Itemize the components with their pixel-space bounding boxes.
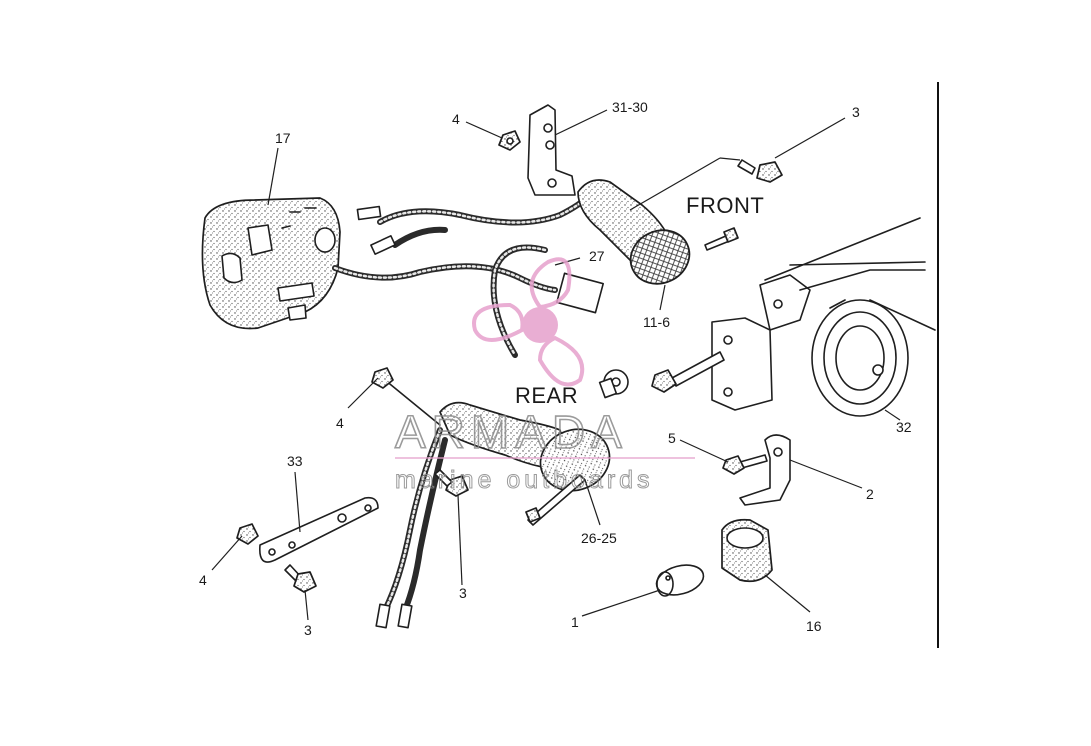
watermark-propeller-icon bbox=[472, 257, 585, 387]
watermark-tagline: marine outboards bbox=[395, 466, 654, 494]
part-labels: 17 4 31-30 3 FRONT 27 11-6 REAR 4 5 32 2… bbox=[199, 99, 912, 638]
label-33: 33 bbox=[287, 453, 303, 469]
watermark-brand: ARMADA bbox=[395, 406, 628, 458]
bracket-2 bbox=[722, 434, 791, 506]
label-17: 17 bbox=[275, 130, 291, 146]
label-2: 2 bbox=[866, 486, 874, 502]
label-27: 27 bbox=[589, 248, 605, 264]
label-32: 32 bbox=[896, 419, 912, 435]
socket-16 bbox=[721, 518, 773, 583]
plate-33 bbox=[236, 496, 379, 593]
watermark: ARMADA marine outboards bbox=[394, 257, 695, 495]
label-31-30: 31-30 bbox=[612, 99, 648, 115]
label-11-6: 11-6 bbox=[643, 314, 670, 330]
leader-lines bbox=[211, 109, 901, 621]
label-4-bottom: 4 bbox=[199, 572, 207, 588]
label-4-top: 4 bbox=[452, 111, 460, 127]
label-5: 5 bbox=[668, 430, 676, 446]
handlebar-switch-17 bbox=[201, 197, 341, 330]
handlebar-wiring bbox=[332, 192, 593, 293]
cap-1 bbox=[655, 564, 705, 597]
label-3-top: 3 bbox=[852, 104, 860, 120]
label-16: 16 bbox=[806, 618, 822, 634]
label-4-mid: 4 bbox=[336, 415, 344, 431]
front-indicator-11-6 bbox=[498, 104, 783, 285]
label-rear: REAR bbox=[515, 383, 578, 408]
label-1: 1 bbox=[571, 614, 579, 630]
horn-32 bbox=[651, 217, 936, 417]
label-26-25: 26-25 bbox=[581, 530, 617, 546]
rear-indicator-26-25 bbox=[371, 367, 629, 629]
label-3-bottom: 3 bbox=[304, 622, 312, 638]
label-3-mid: 3 bbox=[459, 585, 467, 601]
label-front: FRONT bbox=[686, 193, 764, 218]
